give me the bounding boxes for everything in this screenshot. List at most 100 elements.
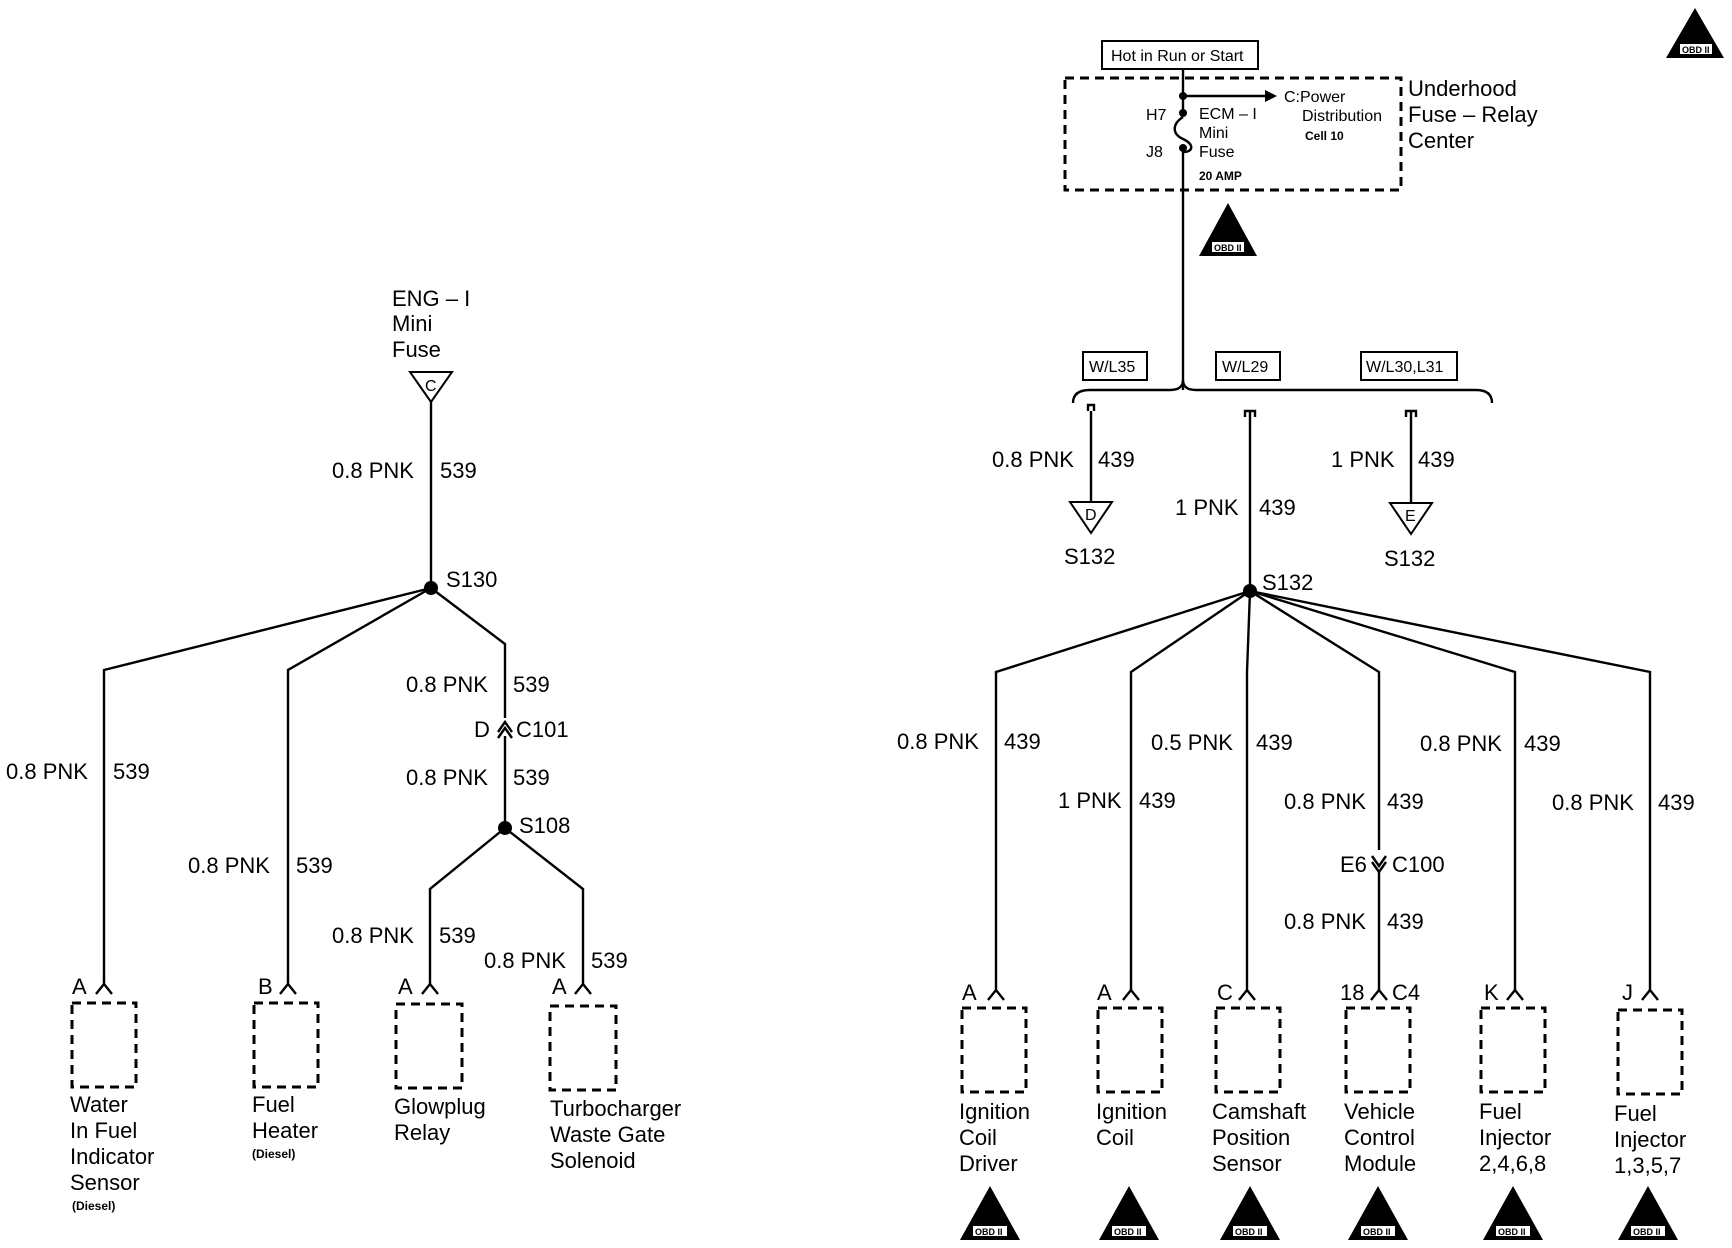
option-tag-l29: W/L29 <box>1222 359 1268 376</box>
injector-2468-line-3: 2,4,6,8 <box>1479 1151 1546 1176</box>
camshaft-line-1: Camshaft <box>1212 1099 1306 1124</box>
vcm-line-1: Vehicle <box>1344 1099 1415 1124</box>
svg-text:OBD II: OBD II <box>1363 1227 1391 1237</box>
fuse-top-terminal <box>1179 109 1187 117</box>
vehicle-control-module-box <box>1344 1006 1412 1094</box>
injector-1357-line-3: 1,3,5,7 <box>1614 1153 1681 1178</box>
glowplug-pin: A <box>398 974 413 999</box>
ignition-coil-driver-box <box>960 1006 1028 1094</box>
turbo-line-3: Solenoid <box>550 1148 636 1173</box>
camshaft-sensor-box <box>1214 1006 1282 1094</box>
obd-marker-icon: OBD II <box>1618 1186 1678 1240</box>
branch-c-wire <box>430 587 507 828</box>
glowplug-gauge: 0.8 PNK <box>332 923 414 948</box>
connector-e-triangle <box>1388 502 1434 536</box>
branch-c-lower-circuit: 539 <box>513 765 550 790</box>
turbo-line-2: Waste Gate <box>550 1122 665 1147</box>
option-tag-l29-box <box>1215 351 1281 381</box>
option-tag-l35: W/L35 <box>1089 359 1135 376</box>
wire-center-gauge: 1 PNK <box>1175 495 1239 520</box>
main-wire-gauge: 0.8 PNK <box>332 458 414 483</box>
wire-d-circuit: 439 <box>1098 447 1135 472</box>
fuel-injector-2468-box <box>1479 1006 1547 1094</box>
wire-e-gauge: 1 PNK <box>1331 447 1395 472</box>
svg-text:OBD II: OBD II <box>1235 1227 1263 1237</box>
c100-pin: E6 <box>1340 852 1367 877</box>
c100-id: C100 <box>1392 852 1445 877</box>
branch-b-wire <box>286 586 432 985</box>
c101-pin: D <box>474 717 490 742</box>
connector-d-label: D <box>1085 507 1097 524</box>
wire-ignition-coil <box>1129 590 1251 990</box>
camshaft-gauge: 0.5 PNK <box>1151 730 1233 755</box>
obd-marker-icon: OBD II <box>1099 1186 1159 1240</box>
branch-a-gauge: 0.8 PNK <box>6 759 88 784</box>
svg-text:OBD II: OBD II <box>1498 1227 1526 1237</box>
option-brace <box>1071 379 1494 404</box>
turbo-pin: A <box>552 974 567 999</box>
injector-1357-pin-fork <box>1641 988 1659 1001</box>
splice-s130-label: S130 <box>446 567 497 592</box>
camshaft-pin-fork <box>1238 988 1256 1001</box>
water-in-fuel-sensor-box <box>70 1001 138 1089</box>
svg-text:OBD II: OBD II <box>975 1227 1003 1237</box>
main-wire-circuit: 539 <box>440 458 477 483</box>
fuse-name-line-1: ECM – I <box>1199 106 1257 123</box>
water-sensor-line-1: Water <box>70 1092 128 1117</box>
center-name-line-2: Fuse – Relay <box>1408 102 1538 127</box>
vcm-gauge: 0.8 PNK <box>1284 789 1366 814</box>
injector-2468-pin: K <box>1484 980 1499 1005</box>
svg-text:OBD II: OBD II <box>1682 45 1710 55</box>
fuse-name-line-2: Mini <box>1199 125 1228 142</box>
ignition-driver-gauge: 0.8 PNK <box>897 729 979 754</box>
injector-2468-gauge: 0.8 PNK <box>1420 731 1502 756</box>
injector-2468-line-1: Fuel <box>1479 1099 1522 1124</box>
vcm-circuit: 439 <box>1387 789 1424 814</box>
camshaft-circuit: 439 <box>1256 730 1293 755</box>
vcm-line-2: Control <box>1344 1125 1415 1150</box>
source-fuse-line-2: Mini <box>392 311 432 336</box>
turbo-circuit: 539 <box>591 948 628 973</box>
ignition-coil-line-2: Coil <box>1096 1125 1134 1150</box>
fuse-pin-top: H7 <box>1146 107 1167 124</box>
wire-d-cap <box>1086 403 1096 411</box>
water-sensor-line-3: Indicator <box>70 1144 154 1169</box>
fuse-name-line-3: Fuse <box>1199 144 1235 161</box>
branch-c-upper-gauge: 0.8 PNK <box>406 672 488 697</box>
vcm-pin2: C4 <box>1392 980 1420 1005</box>
wire-e-circuit: 439 <box>1418 447 1455 472</box>
wire-camshaft-sensor <box>1245 590 1252 990</box>
connector-d-triangle <box>1068 501 1114 535</box>
right-circuit: OBD II Hot in Run or Start Underhood Fus… <box>897 8 1724 1240</box>
fuel-heater-box <box>252 1001 320 1089</box>
glowplug-pin-fork <box>421 982 439 995</box>
fuel-injector-1357-box <box>1616 1008 1684 1096</box>
connector-e-label: E <box>1405 508 1416 525</box>
wire-e-splice: S132 <box>1384 546 1435 571</box>
branch-a-pin: A <box>72 974 87 999</box>
fuse-element-icon <box>1173 115 1193 154</box>
ignition-coil-pin-fork <box>1122 988 1140 1001</box>
ignition-driver-pin-fork <box>987 988 1005 1001</box>
center-name-line-1: Underhood <box>1408 76 1517 101</box>
camshaft-pin: C <box>1217 980 1233 1005</box>
vcm-pin-fork <box>1370 988 1388 1001</box>
option-tag-l30-box <box>1360 351 1458 381</box>
obd-marker-fuse: OBD II <box>1199 203 1257 256</box>
obd-markers-row: OBD II OBD II OBD II OBD II OBD II OBD II <box>960 1186 1678 1240</box>
wire-center-circuit: 439 <box>1259 495 1296 520</box>
option-tag-l35-box <box>1082 351 1148 381</box>
c100-connector-symbol <box>1371 855 1387 875</box>
camshaft-line-2: Position <box>1212 1125 1290 1150</box>
glowplug-line-2: Relay <box>394 1120 450 1145</box>
turbo-line-1: Turbocharger <box>550 1096 681 1121</box>
injector-2468-pin-fork <box>1506 988 1524 1001</box>
hot-in-run-label-box <box>1101 40 1259 70</box>
turbo-solenoid-box <box>548 1004 618 1092</box>
ignition-driver-line-3: Driver <box>959 1151 1018 1176</box>
injector-1357-gauge: 0.8 PNK <box>1552 790 1634 815</box>
wire-d-splice: S132 <box>1064 544 1115 569</box>
svg-text:OBD II: OBD II <box>1633 1227 1661 1237</box>
branch-b-pin: B <box>258 974 273 999</box>
